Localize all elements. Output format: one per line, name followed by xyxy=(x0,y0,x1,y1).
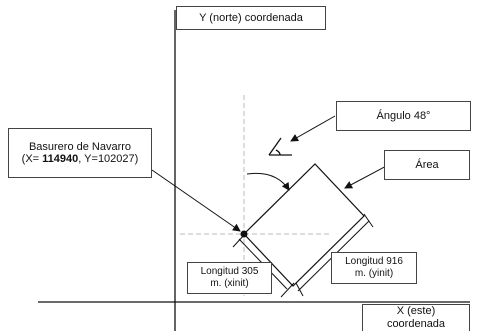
angle-leader-line xyxy=(290,115,336,142)
angle-symbol xyxy=(268,137,292,156)
angle-arc xyxy=(246,172,290,191)
area-rectangle xyxy=(243,163,365,287)
angle-label-text: Ángulo 48° xyxy=(376,110,431,122)
length-xinit-line2: m. (xinit) xyxy=(210,278,249,289)
y-axis-label-text: Y (norte) coordenada xyxy=(199,12,303,24)
origin-label: Basurero de Navarro (X= 114940, Y=102027… xyxy=(8,128,152,178)
length-yinit-label: Longitud 916 m. (yinit) xyxy=(331,252,417,284)
x-axis-label-line2: coordenada xyxy=(386,318,446,330)
length-xinit-label: Longitud 305 m. (xinit) xyxy=(187,262,272,294)
origin-point xyxy=(240,230,248,238)
length-yinit-line2: m. (yinit) xyxy=(354,268,394,279)
area-label: Área xyxy=(384,150,470,180)
angle-label: Ángulo 48° xyxy=(336,101,471,131)
origin-x-prefix: (X= xyxy=(21,153,43,165)
x-axis-label-line1: X (este) xyxy=(396,305,436,317)
origin-suffix: ) xyxy=(134,153,139,165)
origin-x-value: 114940 xyxy=(42,153,79,165)
y-axis-label: Y (norte) coordenada xyxy=(176,6,326,30)
length-xinit-line1: Longitud 305 xyxy=(200,266,259,277)
length-yinit-line1: Longitud 916 xyxy=(345,256,403,267)
origin-leader-line xyxy=(151,169,241,232)
origin-y-value: 102027 xyxy=(97,153,135,165)
area-label-text: Área xyxy=(415,159,439,171)
origin-y-prefix: , Y= xyxy=(78,153,98,165)
origin-coordinates: (X= 114940, Y=102027) xyxy=(22,153,139,165)
x-axis-label: X (este) coordenada xyxy=(362,304,470,331)
origin-name: Basurero de Navarro xyxy=(28,141,132,153)
